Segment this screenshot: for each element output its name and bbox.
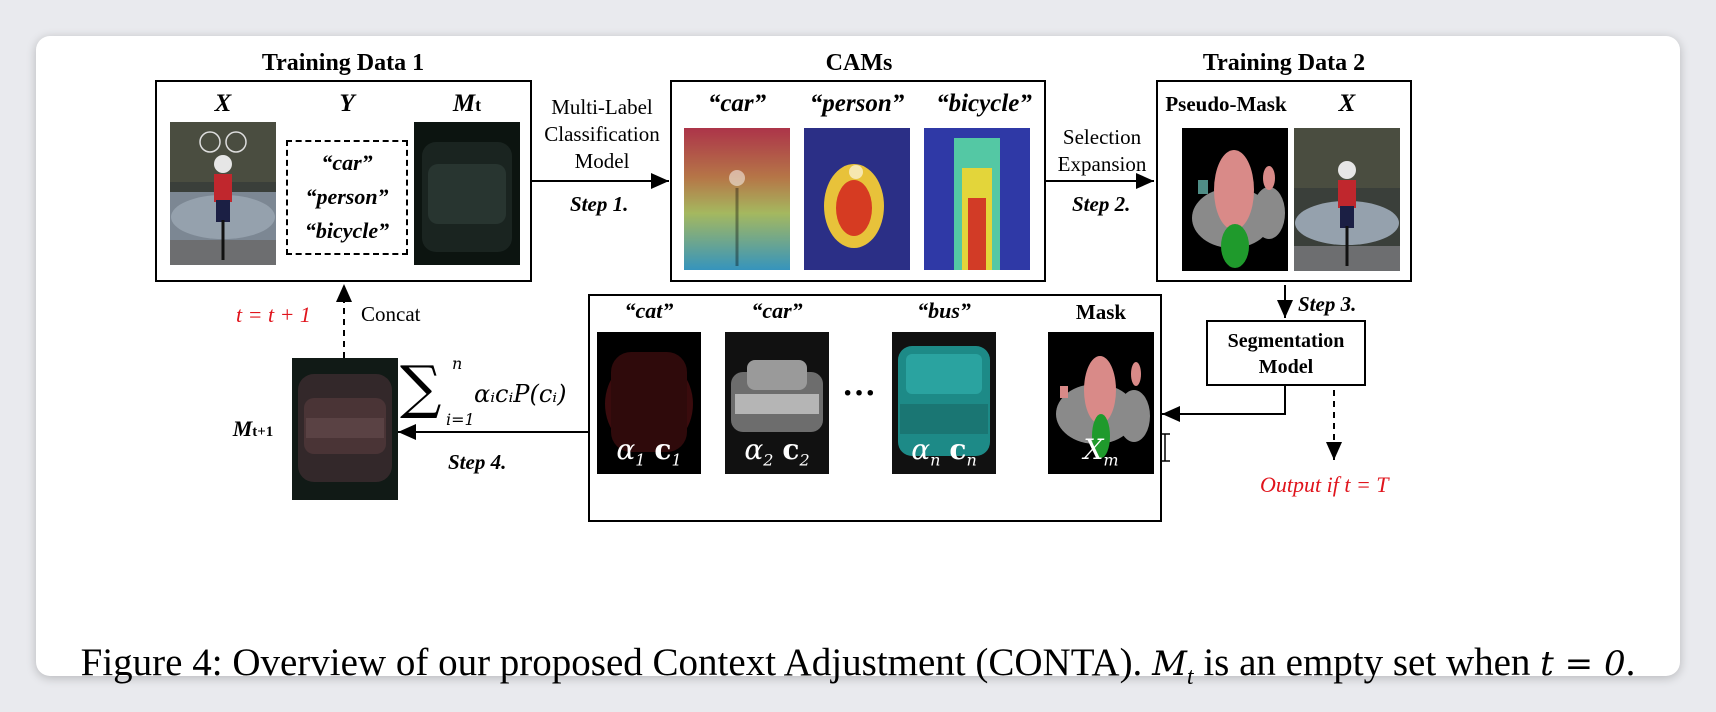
context-bus-image: αn cn <box>892 332 996 474</box>
caption-math-sub: t <box>1186 663 1194 690</box>
context-mt-image <box>414 122 520 265</box>
step1-label: Step 1. <box>570 192 629 216</box>
context-car-image: α2 c2 <box>725 332 829 474</box>
label-car: “car” <box>321 150 373 175</box>
cam-label-person: “person” <box>809 90 905 117</box>
loop-counter: t = t + 1 <box>236 302 311 327</box>
context-cat-image: α1 c1 <box>597 332 701 474</box>
caption-math-eq: t = 0 <box>1540 644 1626 684</box>
labels-dashed-box: “car” “person” “bicycle” <box>286 140 408 255</box>
ellipsis-dots: ··· <box>841 375 877 412</box>
segmentation-model-box: Segmentation Model <box>1206 320 1366 386</box>
step3-label: Step 3. <box>1298 292 1357 316</box>
figure-caption: Figure 4: Overview of our proposed Conte… <box>36 640 1680 691</box>
concat-label: Concat <box>361 302 421 326</box>
m-t-label: Mt <box>452 90 482 117</box>
context-label-cat: “cat” <box>624 298 674 323</box>
context-mt-plus-1-image <box>292 358 398 500</box>
cam-label-car: “car” <box>707 90 767 117</box>
cam-heatmap-person <box>804 128 910 270</box>
summation-formula: ∑ n i=1 αᵢcᵢP(cᵢ) <box>400 354 590 434</box>
context-label-car: “car” <box>751 298 803 323</box>
training-data-2-title: Training Data 2 <box>1202 50 1366 76</box>
formula-upper-limit: n <box>452 354 463 373</box>
context-label-bus: “bus” <box>917 298 971 323</box>
step2-label: Step 2. <box>1072 192 1131 216</box>
figure-card: Training Data 1 X Y Mt “car” “person” “b… <box>36 36 1680 690</box>
x-label: X <box>214 90 232 117</box>
sigma-symbol: ∑ <box>400 353 442 421</box>
coefficient-n: αn cn <box>911 433 977 470</box>
x2-label: X <box>1338 90 1356 117</box>
cam-label-bicycle: “bicycle” <box>936 90 1032 117</box>
cam-heatmap-car <box>684 128 790 270</box>
coefficient-2: α2 c2 <box>744 433 810 470</box>
training-data-1-title: Training Data 1 <box>261 50 425 76</box>
formula-lower-limit: i=1 <box>446 410 475 429</box>
caption-middle: is an empty set when <box>1193 641 1541 684</box>
caption-prefix: Figure 4: Overview of our proposed Conte… <box>80 641 1153 684</box>
pseudo-mask-image <box>1182 128 1288 271</box>
m-t-plus-1-label: Mt+1 <box>232 416 274 441</box>
y-label: Y <box>339 90 355 117</box>
label-bicycle: “bicycle” <box>304 218 390 243</box>
segmentation-line-2: Model <box>1258 356 1314 378</box>
segmentation-to-mask-arrow <box>1162 386 1286 422</box>
coefficient-1: α1 c1 <box>616 433 682 470</box>
formula-body: αᵢcᵢP(cᵢ) <box>474 380 567 408</box>
context-label-mask: Mask <box>1075 300 1127 324</box>
pseudo-mask-label: Pseudo-Mask <box>1165 92 1287 116</box>
segmentation-line-1: Segmentation <box>1227 330 1345 352</box>
step4-label: Step 4. <box>448 450 507 474</box>
selection-expansion-text: Selection Expansion <box>1057 125 1147 176</box>
cyclist-photo-x1 <box>170 122 276 265</box>
cam-heatmap-bicycle <box>924 128 1030 270</box>
classifier-text: Multi-Label Classification Model <box>544 95 660 173</box>
label-person: “person” <box>305 184 389 209</box>
cams-title: CAMs <box>825 50 893 76</box>
output-condition: Output if t = T <box>1260 472 1389 497</box>
mask-variable: Xm <box>1083 433 1119 470</box>
cyclist-photo-x2 <box>1294 128 1400 271</box>
caption-suffix: . <box>1625 641 1636 684</box>
context-mask-image: Xm <box>1048 332 1154 474</box>
caption-math-m: M <box>1152 644 1187 684</box>
